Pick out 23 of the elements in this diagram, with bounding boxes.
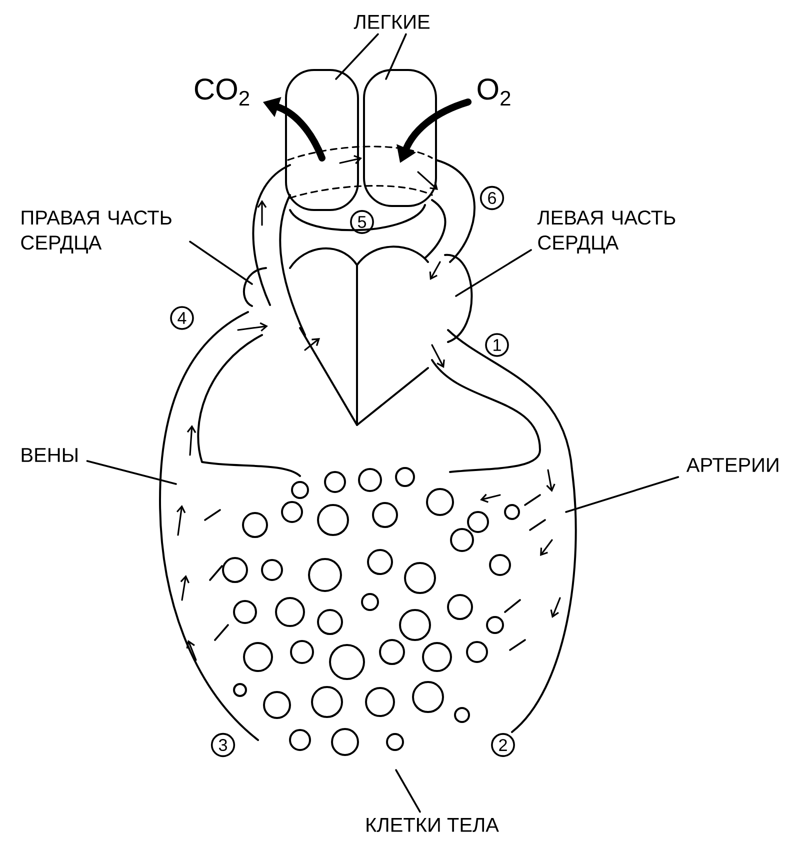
leader-line [385,33,407,80]
leader-line [395,769,421,813]
leader-line [335,33,379,80]
part-label: АРТЕРИИ [686,458,778,472]
part-label: ПРАВАЯ ЧАСТЬ СЕРДЦА [21,210,172,254]
circled-number: 3 [210,732,236,758]
circled-number: 6 [480,186,504,210]
leader-line [189,240,253,285]
part-label: ЛЕВАЯ ЧАСТЬ СЕРДЦА [537,210,676,254]
gas-label: O$_{2}$ [478,78,510,106]
circled-number: 5 [350,210,374,234]
circled-number: 1 [485,333,509,357]
leader-line [565,476,680,513]
part-label: ЛЕГКИЕ [354,15,430,29]
part-label: КЛЕТКИ ТЕЛА [366,818,499,832]
gas-label: CO$_{2}$ [194,78,250,106]
leader-line [86,460,177,485]
lung-outline [363,69,437,207]
part-label: ВЕНЫ [22,448,78,462]
circled-number: 2 [491,733,515,757]
circled-number: 4 [170,306,194,330]
lung-outline [285,69,359,211]
leader-line [455,249,532,297]
